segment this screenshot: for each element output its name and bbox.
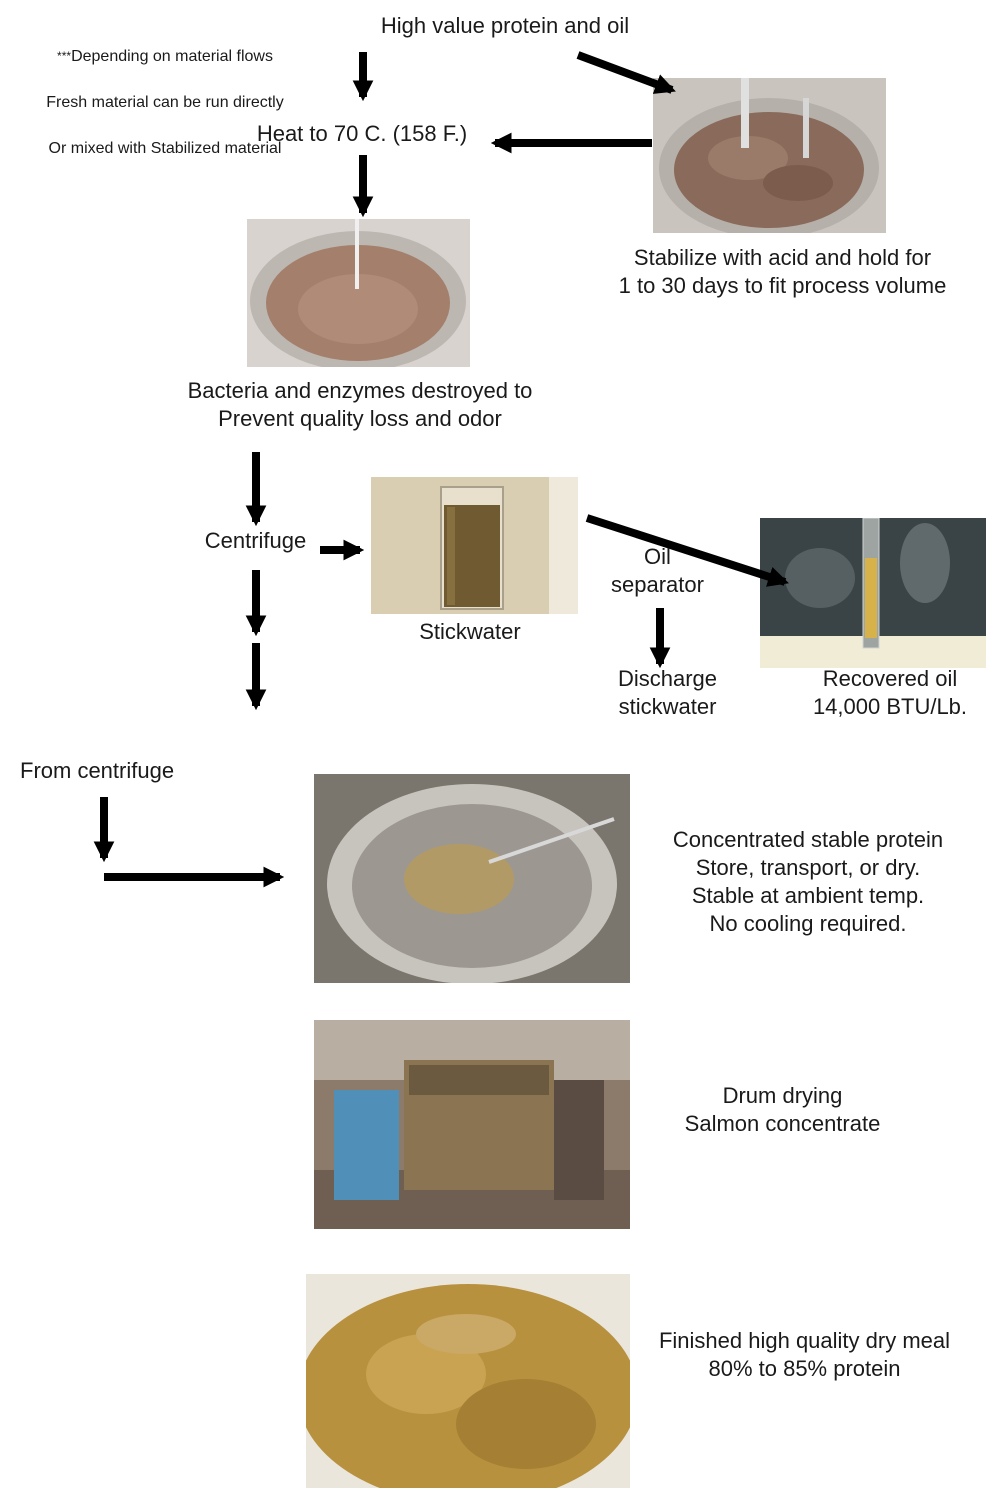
- recovered-oil-label: Recovered oil 14,000 BTU/Lb.: [812, 666, 968, 719]
- stickwater-label: Stickwater: [419, 619, 521, 644]
- bacteria-label: Bacteria and enzymes destroyed to Preven…: [187, 378, 533, 431]
- concentrated-protein-label: Concentrated stable protein Store, trans…: [672, 827, 944, 936]
- finished-meal-label: Finished high quality dry meal 80% to 85…: [658, 1328, 951, 1381]
- from-centrifuge-label: From centrifuge: [20, 758, 175, 783]
- material-flow-note: ***Depending on material flows Fresh mat…: [10, 22, 320, 183]
- centrifuge-label: Centrifuge: [204, 528, 307, 553]
- drum-dryer-photo: [314, 1020, 630, 1229]
- dry-meal-photo: [306, 1274, 630, 1488]
- high-value-label: High value protein and oil: [380, 13, 630, 38]
- note-line-3: Or mixed with Stabilized material: [48, 140, 282, 157]
- note-line-1: Depending on material flows: [71, 48, 273, 65]
- heat-label: Heat to 70 C. (158 F.): [256, 121, 468, 146]
- stabilize-label: Stabilize with acid and hold for 1 to 30…: [618, 245, 947, 298]
- note-line-2: Fresh material can be run directly: [46, 94, 284, 111]
- concentrated-protein-bowl-photo: [314, 774, 630, 983]
- heated-liquid-pot-photo: [247, 219, 470, 367]
- note-stars: ***: [57, 49, 72, 63]
- drum-drying-label: Drum drying Salmon concentrate: [684, 1083, 881, 1136]
- discharge-label: Discharge stickwater: [617, 666, 718, 719]
- oil-separator-label: Oil separator: [611, 544, 704, 597]
- recovered-oil-tube-photo: [760, 518, 986, 668]
- stickwater-beaker-photo: [371, 477, 578, 614]
- stabilized-material-photo: [653, 78, 886, 233]
